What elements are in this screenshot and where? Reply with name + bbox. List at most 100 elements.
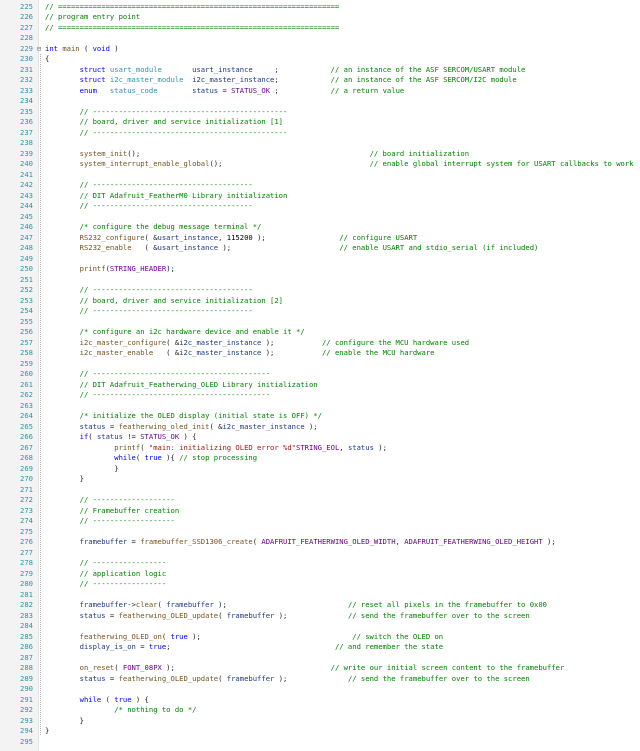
code-line[interactable]: 249 — [0, 254, 640, 265]
code-line[interactable]: 273 // Framebuffer creation — [0, 506, 640, 517]
code-line[interactable]: 276 framebuffer = framebuffer_SSD1306_cr… — [0, 537, 640, 548]
code-line[interactable]: 272 // ------------------- — [0, 495, 640, 506]
code-token: // ------------------------------------- — [79, 306, 253, 315]
code-token: (); — [127, 148, 370, 158]
code-token — [45, 695, 80, 704]
code-line[interactable]: 261 // DIT Adafruit_Featherwing_OLED Lib… — [0, 380, 640, 391]
code-line[interactable]: 250 printf(STRING_HEADER); — [0, 264, 640, 275]
code-line[interactable]: 286 display_is_on = true; // and remembe… — [0, 642, 640, 653]
code-line[interactable]: 262 // ---------------------------------… — [0, 390, 640, 401]
code-line[interactable]: 247 RS232_configure( &usart_instance, 11… — [0, 233, 640, 244]
code-token — [45, 537, 80, 546]
code-line[interactable]: 228 — [0, 33, 640, 44]
code-line[interactable]: 244 // ---------------------------------… — [0, 201, 640, 212]
code-token: ( — [161, 631, 171, 641]
code-line[interactable]: 257 i2c_master_configure( &i2c_master_in… — [0, 338, 640, 349]
code-line[interactable]: 241 — [0, 170, 640, 181]
code-line[interactable]: 270 } — [0, 474, 640, 485]
code-token: { — [45, 54, 50, 63]
code-line[interactable]: 264 /* initialize the OLED display (init… — [0, 411, 640, 422]
code-line[interactable]: 229⊟int main ( void ) — [0, 44, 640, 55]
code-token — [45, 495, 80, 504]
code-token — [45, 201, 80, 210]
code-token: // Framebuffer creation — [79, 505, 180, 515]
code-line[interactable]: 274 // ------------------- — [0, 516, 640, 527]
line-number: 246 — [20, 222, 33, 231]
code-line[interactable]: 236 // board, driver and service initial… — [0, 117, 640, 128]
code-line[interactable]: 292 /* nothing to do */ — [0, 705, 640, 716]
code-line[interactable]: 289 status = featherwing_OLED_update( fr… — [0, 674, 640, 685]
code-line[interactable]: 225// ==================================… — [0, 2, 640, 13]
code-line[interactable]: 269 } — [0, 464, 640, 475]
code-line[interactable]: 294} — [0, 726, 640, 737]
code-line[interactable]: 293 } — [0, 716, 640, 727]
code-token: framebuffer_SSD1306_create — [140, 537, 253, 546]
code-token: ); — [187, 631, 353, 641]
code-line[interactable]: 260 // ---------------------------------… — [0, 369, 640, 380]
collapse-icon[interactable]: ⊟ — [36, 43, 42, 53]
code-line[interactable]: 226// program entry point — [0, 12, 640, 23]
code-line[interactable]: 278 // ----------------- — [0, 558, 640, 569]
code-line[interactable]: 295 — [0, 737, 640, 748]
code-line[interactable]: 242 // ---------------------------------… — [0, 180, 640, 191]
code-line[interactable]: 290 — [0, 684, 640, 695]
code-token: // ------------------- — [79, 495, 175, 504]
code-text: // DIT Adafruit_Featherwing_OLED Library… — [45, 380, 318, 391]
code-line[interactable]: 246 /* configure the debug message termi… — [0, 222, 640, 233]
code-line[interactable]: 265 status = featherwing_oled_init( &i2c… — [0, 422, 640, 433]
code-line[interactable]: 282 framebuffer->clear( framebuffer ); /… — [0, 600, 640, 611]
code-line[interactable]: 259 — [0, 359, 640, 370]
code-line[interactable]: 238 — [0, 138, 640, 149]
line-number: 231 — [20, 64, 33, 74]
code-line[interactable]: 279 // application logic — [0, 569, 640, 580]
code-line[interactable]: 227// ==================================… — [0, 23, 640, 34]
code-line[interactable]: 266 if( status != STATUS_OK ) { — [0, 432, 640, 443]
code-line[interactable]: 280 // ----------------- — [0, 579, 640, 590]
code-line[interactable]: 256 /* configure an i2c hardware device … — [0, 327, 640, 338]
code-line[interactable]: 245 — [0, 212, 640, 223]
line-number: 255 — [20, 316, 33, 326]
code-line[interactable]: 291 while ( true ) { — [0, 695, 640, 706]
code-line[interactable]: 252 // ---------------------------------… — [0, 285, 640, 296]
code-line[interactable]: 234 — [0, 96, 640, 107]
code-line[interactable]: 243 // DIT Adafruit_FeatherM0 Library in… — [0, 191, 640, 202]
code-line[interactable]: 254 // ---------------------------------… — [0, 306, 640, 317]
code-line[interactable]: 288 on_reset( FONT_08PX ); // write our … — [0, 663, 640, 674]
code-line[interactable]: 284 — [0, 621, 640, 632]
code-line[interactable]: 275 — [0, 527, 640, 538]
code-line[interactable]: 251 — [0, 275, 640, 286]
code-text: // board, driver and service initializat… — [45, 117, 283, 128]
code-line[interactable]: 263 — [0, 401, 640, 412]
code-token — [45, 369, 80, 378]
code-line[interactable]: 267 printf( "main: initializing OLED err… — [0, 443, 640, 454]
code-line[interactable]: 240 system_interrupt_enable_global(); //… — [0, 159, 640, 170]
code-line[interactable]: 233 enum status_code status = STATUS_OK … — [0, 86, 640, 97]
code-line[interactable]: 237 // ---------------------------------… — [0, 128, 640, 139]
code-line[interactable]: 281 — [0, 590, 640, 601]
code-line[interactable]: 255 — [0, 317, 640, 328]
code-line[interactable]: 268 while( true ){ // stop processing — [0, 453, 640, 464]
code-token — [45, 516, 80, 525]
code-token: status — [79, 421, 106, 431]
code-line[interactable]: 258 i2c_master_enable ( &i2c_master_inst… — [0, 348, 640, 359]
code-line[interactable]: 283 status = featherwing_OLED_update( fr… — [0, 611, 640, 622]
line-number: 262 — [20, 390, 33, 399]
code-line[interactable]: 248 RS232_enable ( &usart_instance ); //… — [0, 243, 640, 254]
code-line[interactable]: 287 — [0, 653, 640, 664]
code-token: ( — [140, 442, 149, 452]
code-line[interactable]: 239 system_init(); // board initializati… — [0, 149, 640, 160]
code-line[interactable]: 230{ — [0, 54, 640, 65]
code-text: // =====================================… — [45, 23, 339, 34]
code-line[interactable]: 277 — [0, 548, 640, 559]
code-text: } — [45, 716, 84, 727]
code-line[interactable]: 232 struct i2c_master_module i2c_master_… — [0, 75, 640, 86]
code-line[interactable]: 253 // board, driver and service initial… — [0, 296, 640, 307]
code-token: featherwing_OLED_update — [118, 673, 219, 683]
code-text: struct i2c_master_module i2c_master_inst… — [45, 75, 517, 86]
line-number: 290 — [20, 684, 33, 693]
code-line[interactable]: 271 — [0, 485, 640, 496]
code-line[interactable]: 235 // ---------------------------------… — [0, 107, 640, 118]
code-line[interactable]: 231 struct usart_module usart_instance ;… — [0, 65, 640, 76]
code-line[interactable]: 285 featherwing_OLED_on( true ); // swit… — [0, 632, 640, 643]
